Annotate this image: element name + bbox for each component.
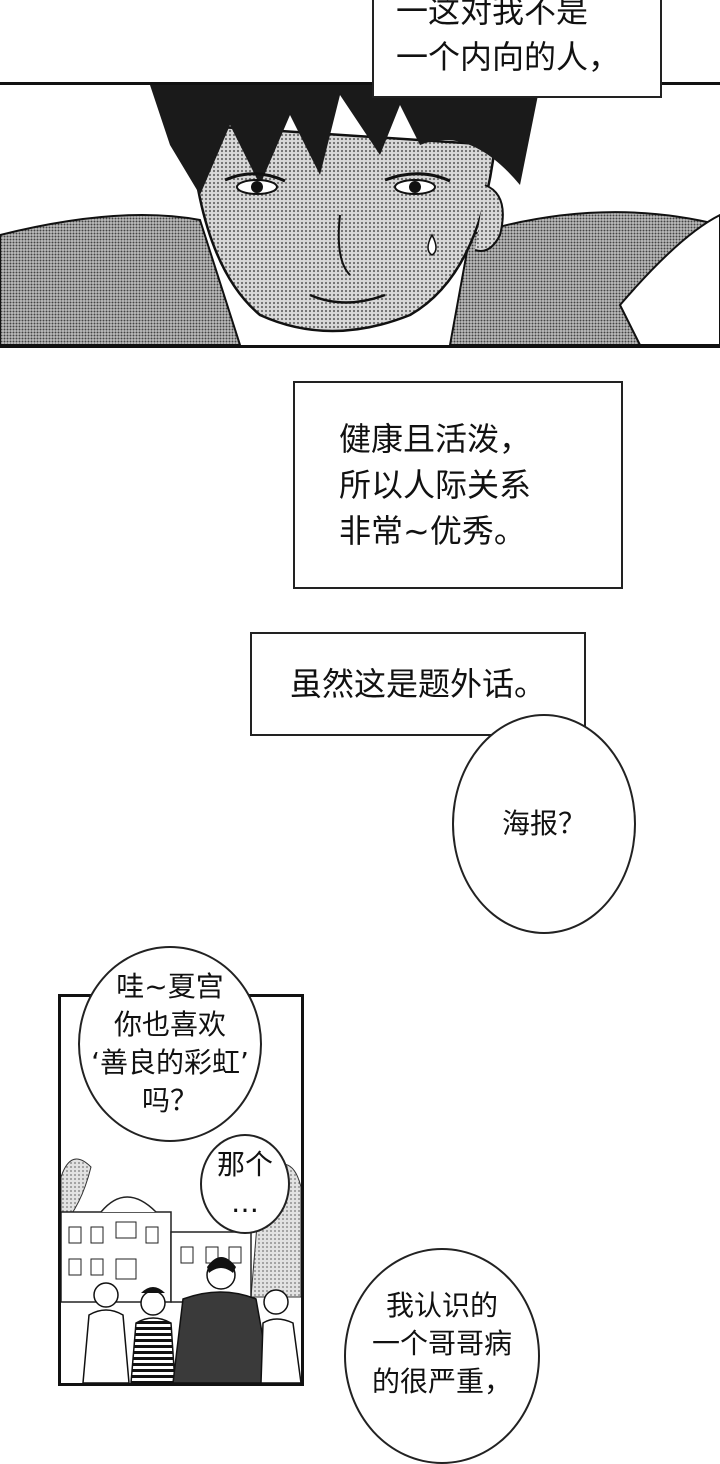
bubble-brother-line-2: 一个哥哥病 (371, 1327, 512, 1360)
bubble-that-line-2: … (231, 1186, 259, 1219)
caption-box-personality: 健康且活泼， 所以人际关系 非常~优秀。 (293, 381, 623, 589)
face-illustration (0, 85, 720, 345)
bubble-wow-line-3: ‘善良的彩虹’ (91, 1046, 249, 1079)
caption-2-line-1: 健康且活泼， (339, 420, 532, 458)
top-caption-line-1: 一个内向的人， (396, 38, 621, 76)
top-caption-box: 一这对我不是 一个内向的人， (372, 0, 662, 98)
top-caption-partial: 一这对我不是 (396, 0, 589, 30)
speech-bubble-that: 那个 … (200, 1134, 290, 1234)
bubble-poster-line-1: 海报？ (501, 807, 586, 840)
crowd-illustration (61, 1158, 301, 1383)
bubble-brother-line-1: 我认识的 (385, 1289, 498, 1322)
bubble-brother-line-3: 的很严重， (371, 1365, 512, 1398)
caption-2-line-3: 非常~优秀。 (339, 512, 526, 550)
speech-bubble-poster: 海报？ (452, 714, 636, 934)
panel-face-closeup (0, 82, 720, 348)
bubble-wow-line-2: 你也喜欢 (113, 1008, 226, 1041)
speech-bubble-wow: 哇~夏宫 你也喜欢 ‘善良的彩虹’ 吗？ (78, 946, 262, 1142)
bubble-wow-line-4: 吗？ (141, 1084, 198, 1117)
bubble-wow-line-1: 哇~夏宫 (116, 970, 224, 1003)
caption-2-line-2: 所以人际关系 (339, 466, 532, 504)
speech-bubble-brother: 我认识的 一个哥哥病 的很严重， (344, 1248, 540, 1464)
bubble-that-line-1: 那个 (216, 1148, 273, 1181)
caption-3-line-1: 虽然这是题外话。 (290, 665, 547, 703)
